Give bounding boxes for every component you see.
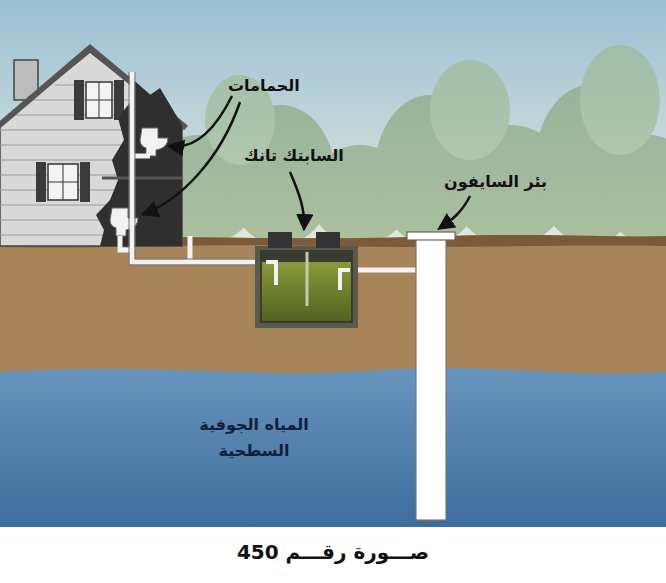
pipe-edges <box>129 72 268 265</box>
region-label: المياه الجوفية السطحية <box>192 412 316 463</box>
trees <box>140 45 666 245</box>
figure-caption: صـــورة رقـــم 450 <box>0 540 666 564</box>
pipes <box>120 72 418 270</box>
septic-tank <box>255 232 358 328</box>
callout-label: بئر السايفون <box>444 172 547 191</box>
house <box>0 48 186 246</box>
soil <box>0 235 666 373</box>
callout-label: السابتك تانك <box>244 146 344 165</box>
siphon-well <box>407 232 455 520</box>
sky <box>0 0 666 245</box>
groundwater <box>0 355 666 527</box>
leader-arrows <box>144 96 470 228</box>
callout-label: الحمامات <box>228 76 300 95</box>
